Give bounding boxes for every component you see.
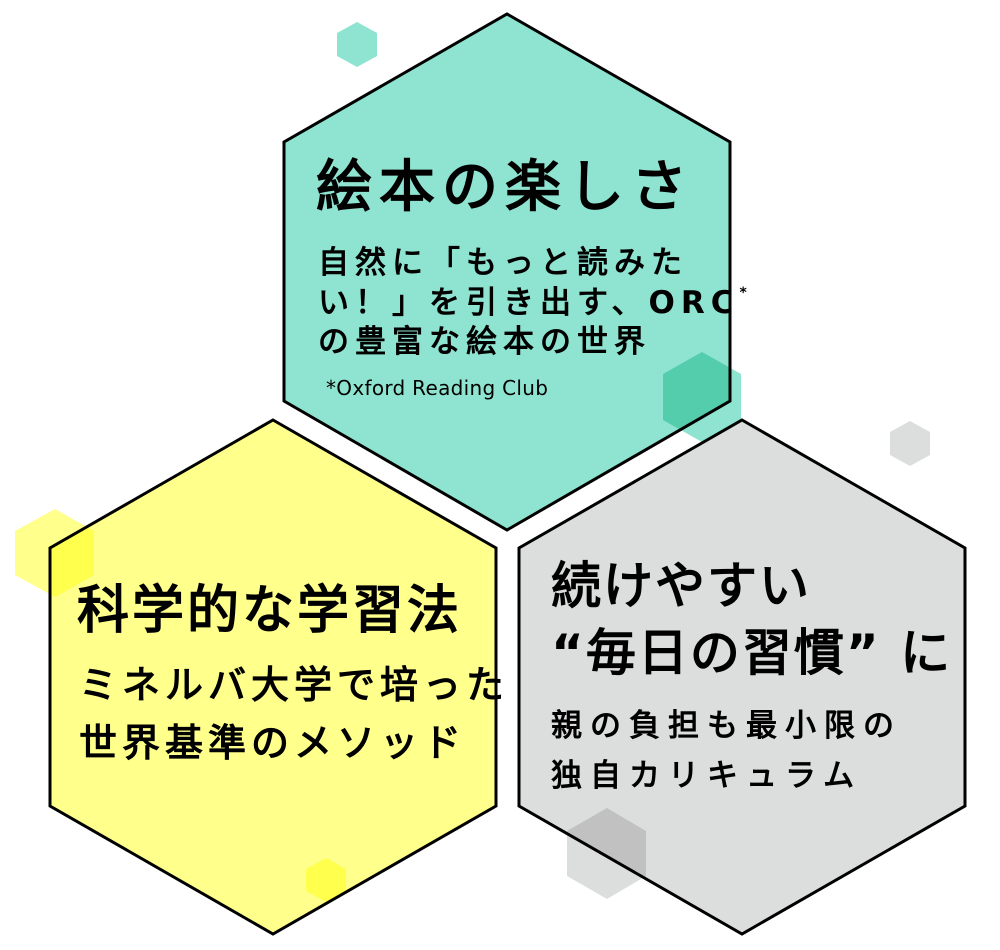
teal-card-subtitle-line-2: い！」を引き出す、ORC* [318,285,747,321]
gray-card-title-line-1: 続けやすい [551,557,811,615]
decor-hexagon-teal-small [337,22,377,67]
decor-hexagon-yellow-bottom-small [306,858,346,902]
teal-card-subtitle-line-2-text: い！」を引き出す、ORC [318,285,740,321]
teal-card-title: 絵本の楽しさ [316,155,694,220]
yellow-hexagon [50,420,496,934]
yellow-card-subtitle-line-2: 世界基準のメソッド [79,721,467,765]
yellow-card-subtitle-line-1: ミネルバ大学で培った [79,663,510,707]
gray-card-subtitle-line-1: 親の負担も最小限の [551,708,902,744]
gray-hexagon [519,420,965,934]
teal-card-subtitle-line-3: の豊富な絵本の世界 [318,324,651,360]
decor-hexagon-gray-small [890,421,930,466]
teal-hexagon [284,14,730,530]
gray-card-subtitle-line-2: 独自カリキュラム [551,758,863,794]
teal-card-subtitle-line-1: 自然に「もっと読みた [318,245,688,281]
orc-footnote-marker: * [739,285,747,301]
yellow-card-title: 科学的な学習法 [77,581,463,641]
gray-card-title-line-2: “毎日の習慣” に [551,624,953,682]
teal-card-footnote: *Oxford Reading Club [326,376,549,400]
